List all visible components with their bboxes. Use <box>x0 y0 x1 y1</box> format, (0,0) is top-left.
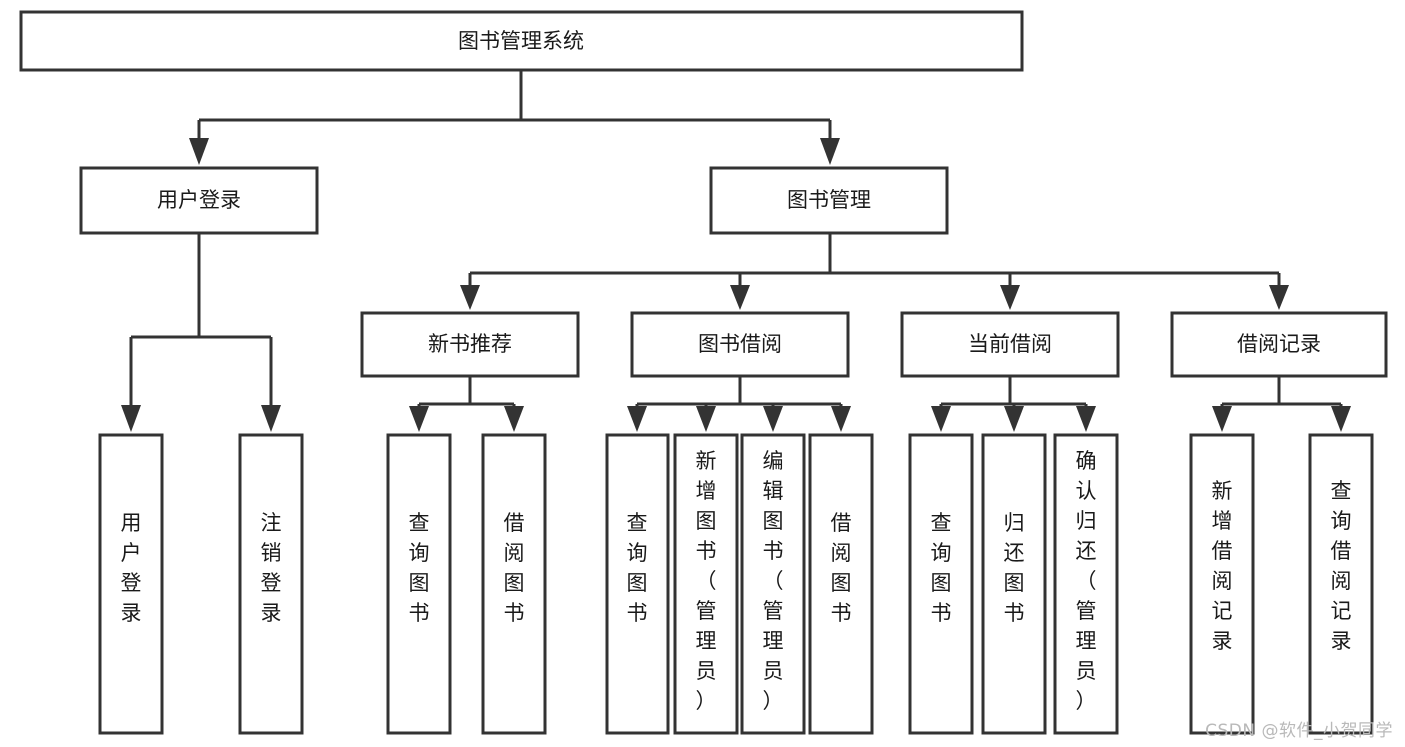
arrowhead-leaf-recommend-query-book <box>409 406 429 432</box>
node-leaf-current-query-book-box[interactable] <box>908 433 974 735</box>
node-leaf-current-confirm-return-box[interactable] <box>1053 433 1119 735</box>
arrowhead-leaf-current-confirm-return <box>1076 406 1096 432</box>
arrowhead-leaf-borrow-edit-book <box>763 406 783 432</box>
node-book-management-box[interactable] <box>709 166 949 235</box>
connector-group-root <box>189 70 840 165</box>
connector-group-book-borrow <box>627 376 851 432</box>
arrowhead-current-borrow <box>1000 285 1020 310</box>
node-leaf-user-logout-label: 注销登录 <box>261 511 282 625</box>
arrowhead-book-management <box>820 138 840 165</box>
node-book-borrow[interactable]: 图书借阅 <box>630 311 850 378</box>
node-book-management[interactable]: 图书管理 <box>709 166 949 235</box>
node-leaf-recommend-borrow-book-label: 借阅图书 <box>504 511 525 625</box>
node-leaf-user-logout[interactable]: 注销登录 <box>238 433 304 735</box>
node-leaf-current-query-book[interactable]: 查询图书 <box>908 433 974 735</box>
arrowhead-leaf-borrow-query-book <box>627 406 647 432</box>
node-borrow-records[interactable]: 借阅记录 <box>1170 311 1388 378</box>
node-leaf-current-confirm-return[interactable]: 确认归还（管理员） <box>1053 433 1119 735</box>
node-book-borrow-box[interactable] <box>630 311 850 378</box>
node-leaf-records-add-record[interactable]: 新增借阅记录 <box>1189 433 1255 735</box>
node-leaf-current-query-book-label: 查询图书 <box>931 511 952 625</box>
arrowhead-leaf-user-logout <box>261 405 281 432</box>
node-leaf-borrow-borrow-book-label: 借阅图书 <box>831 511 852 625</box>
node-user-login-box[interactable] <box>79 166 319 235</box>
arrowhead-leaf-borrow-add-book <box>696 406 716 432</box>
arrowhead-user-login <box>189 138 209 165</box>
arrowhead-leaf-recommend-borrow-book <box>504 406 524 432</box>
node-leaf-user-login[interactable]: 用户登录 <box>98 433 164 735</box>
node-leaf-current-return-book[interactable]: 归还图书 <box>981 433 1047 735</box>
arrowhead-leaf-current-query-book <box>931 406 951 432</box>
node-leaf-borrow-edit-book-box[interactable] <box>740 433 806 735</box>
node-book-management-label: 图书管理 <box>787 188 871 212</box>
node-new-book-recommend[interactable]: 新书推荐 <box>360 311 580 378</box>
node-leaf-borrow-query-book[interactable]: 查询图书 <box>605 433 670 735</box>
node-leaf-borrow-borrow-book-box[interactable] <box>808 433 874 735</box>
arrowhead-leaf-current-return-book <box>1004 406 1024 432</box>
arrowhead-leaf-records-query-record <box>1331 406 1351 432</box>
node-new-book-recommend-label: 新书推荐 <box>428 332 512 356</box>
arrowhead-leaf-borrow-borrow-book <box>831 406 851 432</box>
node-current-borrow-label: 当前借阅 <box>968 332 1052 356</box>
connector-group-current-borrow <box>931 376 1096 432</box>
arrowhead-book-borrow <box>730 285 750 310</box>
connector-group-new-book-recommend <box>409 376 524 432</box>
node-leaf-current-return-book-label: 归还图书 <box>1004 511 1025 625</box>
node-leaf-records-query-record[interactable]: 查询借阅记录 <box>1308 433 1374 735</box>
node-leaf-recommend-query-book-label: 查询图书 <box>409 511 430 625</box>
node-leaf-recommend-borrow-book-box[interactable] <box>481 433 547 735</box>
node-leaf-records-add-record-box[interactable] <box>1189 433 1255 735</box>
arrowhead-borrow-records <box>1269 285 1289 310</box>
node-leaf-recommend-query-book[interactable]: 查询图书 <box>386 433 452 735</box>
node-current-borrow[interactable]: 当前借阅 <box>900 311 1120 378</box>
connector-group-book-management <box>460 233 1289 310</box>
node-new-book-recommend-box[interactable] <box>360 311 580 378</box>
node-leaf-user-login-box[interactable] <box>98 433 164 735</box>
node-leaf-records-query-record-label: 查询借阅记录 <box>1331 479 1352 653</box>
node-leaf-borrow-add-book[interactable]: 新增图书（管理员） <box>673 433 739 735</box>
connector-group-user-login <box>121 233 281 432</box>
leaf-nodes: 用户登录 注销登录 查询图书 借阅图书 查询图书 新增图书（管理员） <box>98 433 1374 735</box>
node-leaf-borrow-edit-book-label: 编辑图书（管理员） <box>763 449 784 713</box>
node-leaf-records-query-record-box[interactable] <box>1308 433 1374 735</box>
node-leaf-current-confirm-return-label: 确认归还（管理员） <box>1076 449 1097 713</box>
node-leaf-borrow-query-book-box[interactable] <box>605 433 670 735</box>
node-leaf-borrow-borrow-book[interactable]: 借阅图书 <box>808 433 874 735</box>
connector-group-borrow-records <box>1212 376 1351 432</box>
node-book-borrow-label: 图书借阅 <box>698 332 782 356</box>
node-leaf-user-logout-box[interactable] <box>238 433 304 735</box>
node-root-label: 图书管理系统 <box>458 29 584 53</box>
node-leaf-records-add-record-label: 新增借阅记录 <box>1212 479 1233 653</box>
node-borrow-records-box[interactable] <box>1170 311 1388 378</box>
node-borrow-records-label: 借阅记录 <box>1237 332 1321 356</box>
node-user-login[interactable]: 用户登录 <box>79 166 319 235</box>
node-root[interactable]: 图书管理系统 <box>19 10 1024 72</box>
node-leaf-borrow-add-book-box[interactable] <box>673 433 739 735</box>
node-leaf-user-login-label: 用户登录 <box>121 511 142 625</box>
arrowhead-leaf-user-login <box>121 405 141 432</box>
node-current-borrow-box[interactable] <box>900 311 1120 378</box>
node-leaf-recommend-borrow-book[interactable]: 借阅图书 <box>481 433 547 735</box>
node-leaf-borrow-add-book-label: 新增图书（管理员） <box>696 449 717 713</box>
node-root-box[interactable] <box>19 10 1024 72</box>
node-leaf-current-return-book-box[interactable] <box>981 433 1047 735</box>
node-user-login-label: 用户登录 <box>157 188 241 212</box>
node-leaf-recommend-query-book-box[interactable] <box>386 433 452 735</box>
node-leaf-borrow-edit-book[interactable]: 编辑图书（管理员） <box>740 433 806 735</box>
arrowhead-leaf-records-add-record <box>1212 406 1232 432</box>
arrowhead-new-book-recommend <box>460 285 480 310</box>
node-leaf-borrow-query-book-label: 查询图书 <box>627 511 648 625</box>
